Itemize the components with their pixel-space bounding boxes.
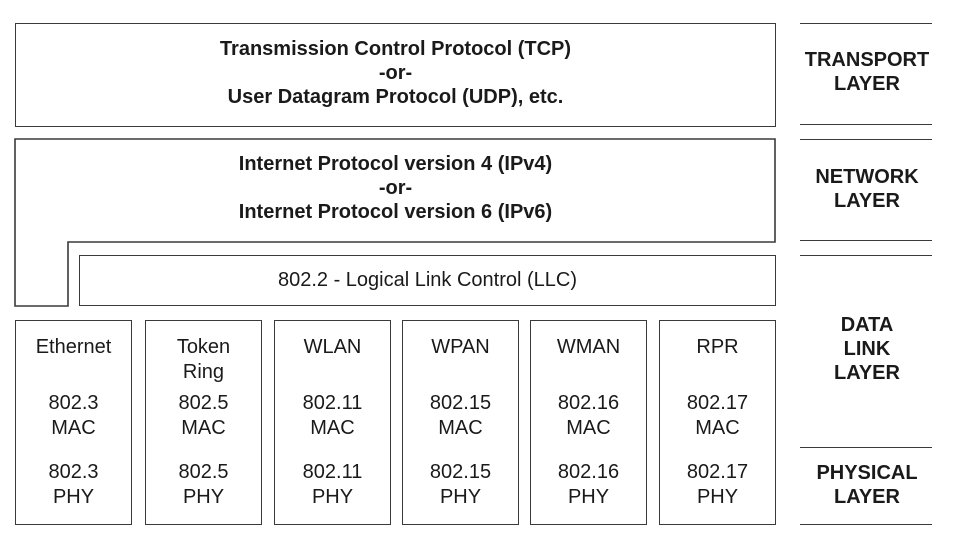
layer-divider: [800, 240, 932, 241]
mac-label: MAC: [310, 417, 355, 439]
or-label: -or-: [378, 62, 413, 84]
layer-divider: [800, 139, 932, 140]
layer-label-line: LAYER: [834, 73, 900, 95]
phy-label: PHY: [439, 486, 482, 508]
layer-label-line: NETWORK: [815, 166, 919, 188]
phy-label: PHY: [696, 486, 739, 508]
layer-label-line: LINK: [843, 338, 891, 360]
tcp-label: Transmission Control Protocol (TCP): [219, 38, 572, 60]
phy-standard: 802.5: [178, 461, 229, 483]
phy-standard: 802.11: [302, 461, 363, 483]
llc-box: 802.2 - Logical Link Control (LLC): [79, 255, 776, 306]
physical-layer-label: PHYSICAL LAYER: [800, 461, 934, 509]
layer-label-line: LAYER: [834, 190, 900, 212]
phy-label: PHY: [567, 486, 610, 508]
network-protocol-text: Internet Protocol version 4 (IPv4) -or- …: [15, 152, 776, 224]
mac-standard: 802.16: [557, 392, 620, 414]
or-label: -or-: [378, 177, 413, 199]
phy-standard: 802.3: [48, 461, 99, 483]
mac-standard: 802.15: [429, 392, 492, 414]
layer-divider: [800, 524, 932, 525]
column-name: Token Ring: [176, 336, 231, 383]
layer-label-line: DATA: [840, 314, 894, 336]
layer-label-line: LAYER: [834, 486, 900, 508]
layer-divider: [800, 23, 932, 24]
ipv4-label: Internet Protocol version 4 (IPv4): [238, 153, 553, 175]
ipv6-label: Internet Protocol version 6 (IPv6): [238, 201, 553, 223]
data-link-layer-label: DATA LINK LAYER: [800, 313, 934, 385]
phy-standard: 802.16: [557, 461, 620, 483]
network-layer-label: NETWORK LAYER: [800, 165, 934, 213]
llc-label: 802.2 - Logical Link Control (LLC): [277, 269, 578, 291]
phy-label: PHY: [311, 486, 354, 508]
column-name: Ethernet: [35, 336, 112, 358]
mac-standard: 802.3: [48, 392, 99, 414]
column-name: WMAN: [556, 336, 621, 358]
mac-standard: 802.11: [302, 392, 363, 414]
udp-label: User Datagram Protocol (UDP), etc.: [227, 86, 564, 108]
mac-label: MAC: [566, 417, 611, 439]
phy-label: PHY: [52, 486, 95, 508]
layer-label-line: PHYSICAL: [816, 462, 918, 484]
layer-label-line: TRANSPORT: [804, 49, 930, 71]
phy-standard: 802.15: [429, 461, 492, 483]
layer-divider: [800, 124, 932, 125]
column-name: WPAN: [431, 336, 490, 358]
column-name: WLAN: [303, 336, 362, 358]
mac-label: MAC: [181, 417, 226, 439]
mac-label: MAC: [438, 417, 483, 439]
mac-standard: 802.5: [178, 392, 229, 414]
mac-label: MAC: [695, 417, 740, 439]
transport-protocol-box: Transmission Control Protocol (TCP) -or-…: [15, 23, 776, 127]
phy-label: PHY: [182, 486, 225, 508]
layer-label-line: LAYER: [834, 362, 900, 384]
column-name: RPR: [696, 336, 739, 358]
mac-label: MAC: [51, 417, 96, 439]
transport-layer-label: TRANSPORT LAYER: [800, 48, 934, 96]
layer-divider: [800, 447, 932, 448]
mac-standard: 802.17: [686, 392, 749, 414]
layer-divider: [800, 255, 932, 256]
phy-standard: 802.17: [686, 461, 749, 483]
